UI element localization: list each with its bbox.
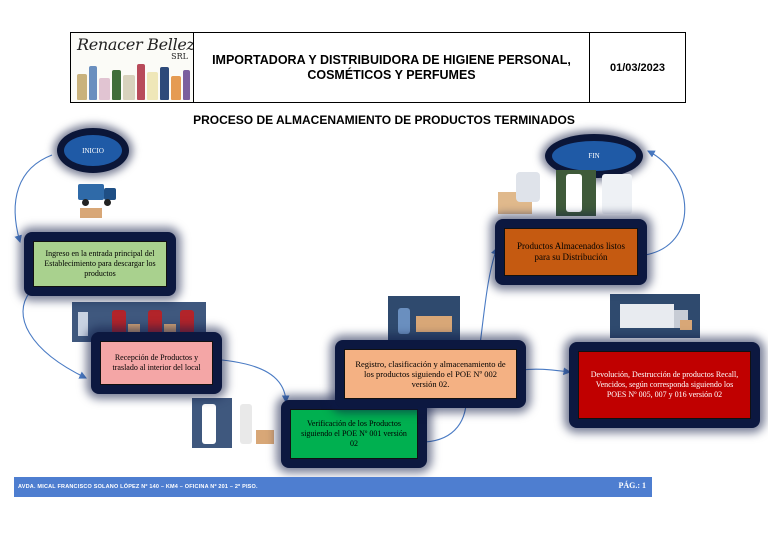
step4-box: Registro, clasificación y almacenamiento… xyxy=(335,340,526,408)
arrow-step1-to-step2 xyxy=(22,291,87,379)
inspectors-illustration xyxy=(192,398,277,448)
step2-text: Recepción de Productos y traslado al int… xyxy=(100,341,213,385)
end-label: FIN xyxy=(588,152,600,160)
page-number: PÁG.: 1 xyxy=(618,481,646,490)
document-footer: AVDA. MICAL FRANCISCO SOLANO LÓPEZ Nº 14… xyxy=(14,477,652,497)
step6-text: Devolución, Destrucción de productos Rec… xyxy=(578,351,751,419)
step3-text: Verificación de los Productos siguiendo … xyxy=(290,409,418,459)
company-title: IMPORTADORA Y DISTRIBUIDORA DE HIGIENE P… xyxy=(194,33,590,102)
arrow-step2-to-step3 xyxy=(207,358,290,404)
step4-text: Registro, clasificación y almacenamiento… xyxy=(344,349,517,399)
arrow-step5-to-end xyxy=(644,150,686,256)
footer-address: AVDA. MICAL FRANCISCO SOLANO LÓPEZ Nº 14… xyxy=(18,484,258,490)
start-label: INICIO xyxy=(82,146,104,155)
document-date: 01/03/2023 xyxy=(609,61,666,74)
office-worker-illustration xyxy=(388,296,460,340)
process-title: PROCESO DE ALMACENAMIENTO DE PRODUCTOS T… xyxy=(193,113,575,127)
step5-text: Productos Almacenados listos para su Dis… xyxy=(504,228,638,276)
start-node: INICIO xyxy=(57,128,129,173)
step3-box: Verificación de los Productos siguiendo … xyxy=(281,400,427,468)
arrow-start-to-step1 xyxy=(14,154,53,244)
document-header: Renacer Belleza SRL IMPORTADORA Y DISTRI… xyxy=(70,32,686,103)
logo-suffix: SRL xyxy=(171,52,188,61)
step1-box: Ingreso en la entrada principal del Esta… xyxy=(24,232,176,296)
step5-box: Productos Almacenados listos para su Dis… xyxy=(495,219,647,285)
step1-text: Ingreso en la entrada principal del Esta… xyxy=(33,241,167,287)
recall-truck-illustration xyxy=(610,294,700,338)
arrow-step4-to-step6 xyxy=(519,367,572,376)
arrow-step4-to-step5 xyxy=(479,246,499,346)
distribution-illustration xyxy=(498,168,640,218)
company-logo: Renacer Belleza SRL xyxy=(71,33,194,102)
step2-box: Recepción de Productos y traslado al int… xyxy=(91,332,222,394)
step6-box: Devolución, Destrucción de productos Rec… xyxy=(569,342,760,428)
truck-illustration xyxy=(70,180,120,220)
logo-name: Renacer Belleza xyxy=(77,35,194,54)
